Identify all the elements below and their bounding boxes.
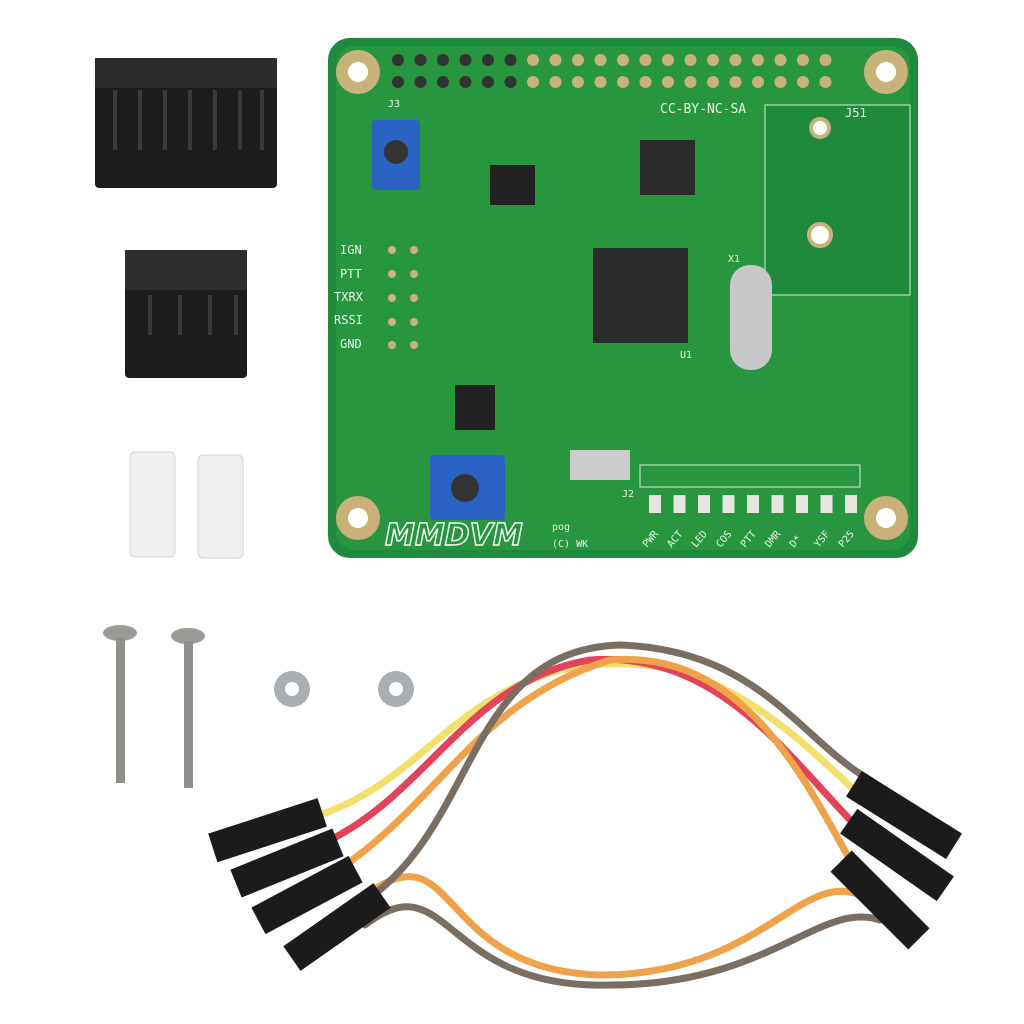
crystal [730, 265, 772, 370]
status-led [673, 495, 686, 513]
board-logo: MMDVM [385, 518, 523, 553]
gpio-pin [707, 76, 719, 88]
nuts [274, 671, 414, 707]
gpio-pin [819, 76, 832, 88]
gpio-pin [437, 76, 449, 88]
mmdvm-board: CC-BY-NC-SA J51 J3 J2 U1 X1 IGN PTT TXRX… [328, 38, 918, 558]
pin-label: RSSI [334, 313, 363, 327]
gpio-pin [819, 54, 832, 66]
gpio-pin [617, 54, 629, 66]
gpio-pin [482, 54, 494, 66]
gpio-pin [752, 54, 764, 66]
gpio-pin [392, 76, 404, 88]
status-led [649, 495, 661, 513]
gpio-pin [707, 54, 719, 66]
x1-label: X1 [728, 254, 740, 265]
gpio-pin [459, 76, 472, 88]
microcontroller [593, 248, 688, 343]
gpio-pin [684, 54, 697, 66]
u1-label: U1 [680, 350, 692, 361]
status-led [845, 495, 857, 513]
gpio-pin [504, 54, 517, 66]
status-led [771, 495, 784, 513]
status-led [747, 495, 759, 513]
nylon-standoffs [129, 451, 244, 559]
gpio-pin [594, 54, 607, 66]
gpio-pin [662, 76, 674, 88]
gpio-pin [414, 76, 427, 88]
screws [103, 625, 205, 788]
gpio-pin [797, 54, 809, 66]
gpio-pin [392, 54, 404, 66]
status-led [820, 495, 833, 513]
jumper-housings [208, 771, 962, 971]
gpio-pin [437, 54, 449, 66]
jumper-wires [316, 641, 884, 989]
gpio-pin [482, 76, 494, 88]
gpio-pin [729, 54, 742, 66]
pin-label: IGN [340, 243, 362, 257]
gpio-pin [594, 76, 607, 88]
j51-label: J51 [845, 106, 867, 120]
female-header-small [125, 250, 247, 378]
gpio-header-pads [392, 54, 832, 88]
gpio-pin [752, 76, 764, 88]
copyright-text: (C) WK [552, 539, 588, 550]
gpio-pin [459, 54, 472, 66]
gpio-pin [504, 76, 517, 88]
gpio-pin [662, 54, 674, 66]
female-header-large [95, 58, 277, 188]
gpio-pin [549, 76, 562, 88]
gpio-pin [549, 54, 562, 66]
gpio-pin [639, 76, 652, 88]
logo-suffix: pog [552, 522, 570, 533]
status-led [796, 495, 808, 513]
pin-label: PTT [340, 267, 362, 281]
gpio-pin [639, 54, 652, 66]
gpio-pin [572, 76, 584, 88]
j3-label: J3 [388, 99, 400, 110]
gpio-pin [617, 76, 629, 88]
status-led [722, 495, 735, 513]
gpio-pin [729, 76, 742, 88]
gpio-pin [774, 76, 787, 88]
status-led [698, 495, 710, 513]
gpio-pin [527, 54, 539, 66]
gpio-pin [684, 76, 697, 88]
gpio-pin [572, 54, 584, 66]
gpio-pin [797, 76, 809, 88]
license-text: CC-BY-NC-SA [660, 102, 746, 117]
j2-label: J2 [622, 489, 634, 500]
gpio-pin [414, 54, 427, 66]
gpio-pin [774, 54, 787, 66]
pin-label: TXRX [334, 290, 364, 304]
gpio-pin [527, 76, 539, 88]
pin-label: GND [340, 337, 362, 351]
